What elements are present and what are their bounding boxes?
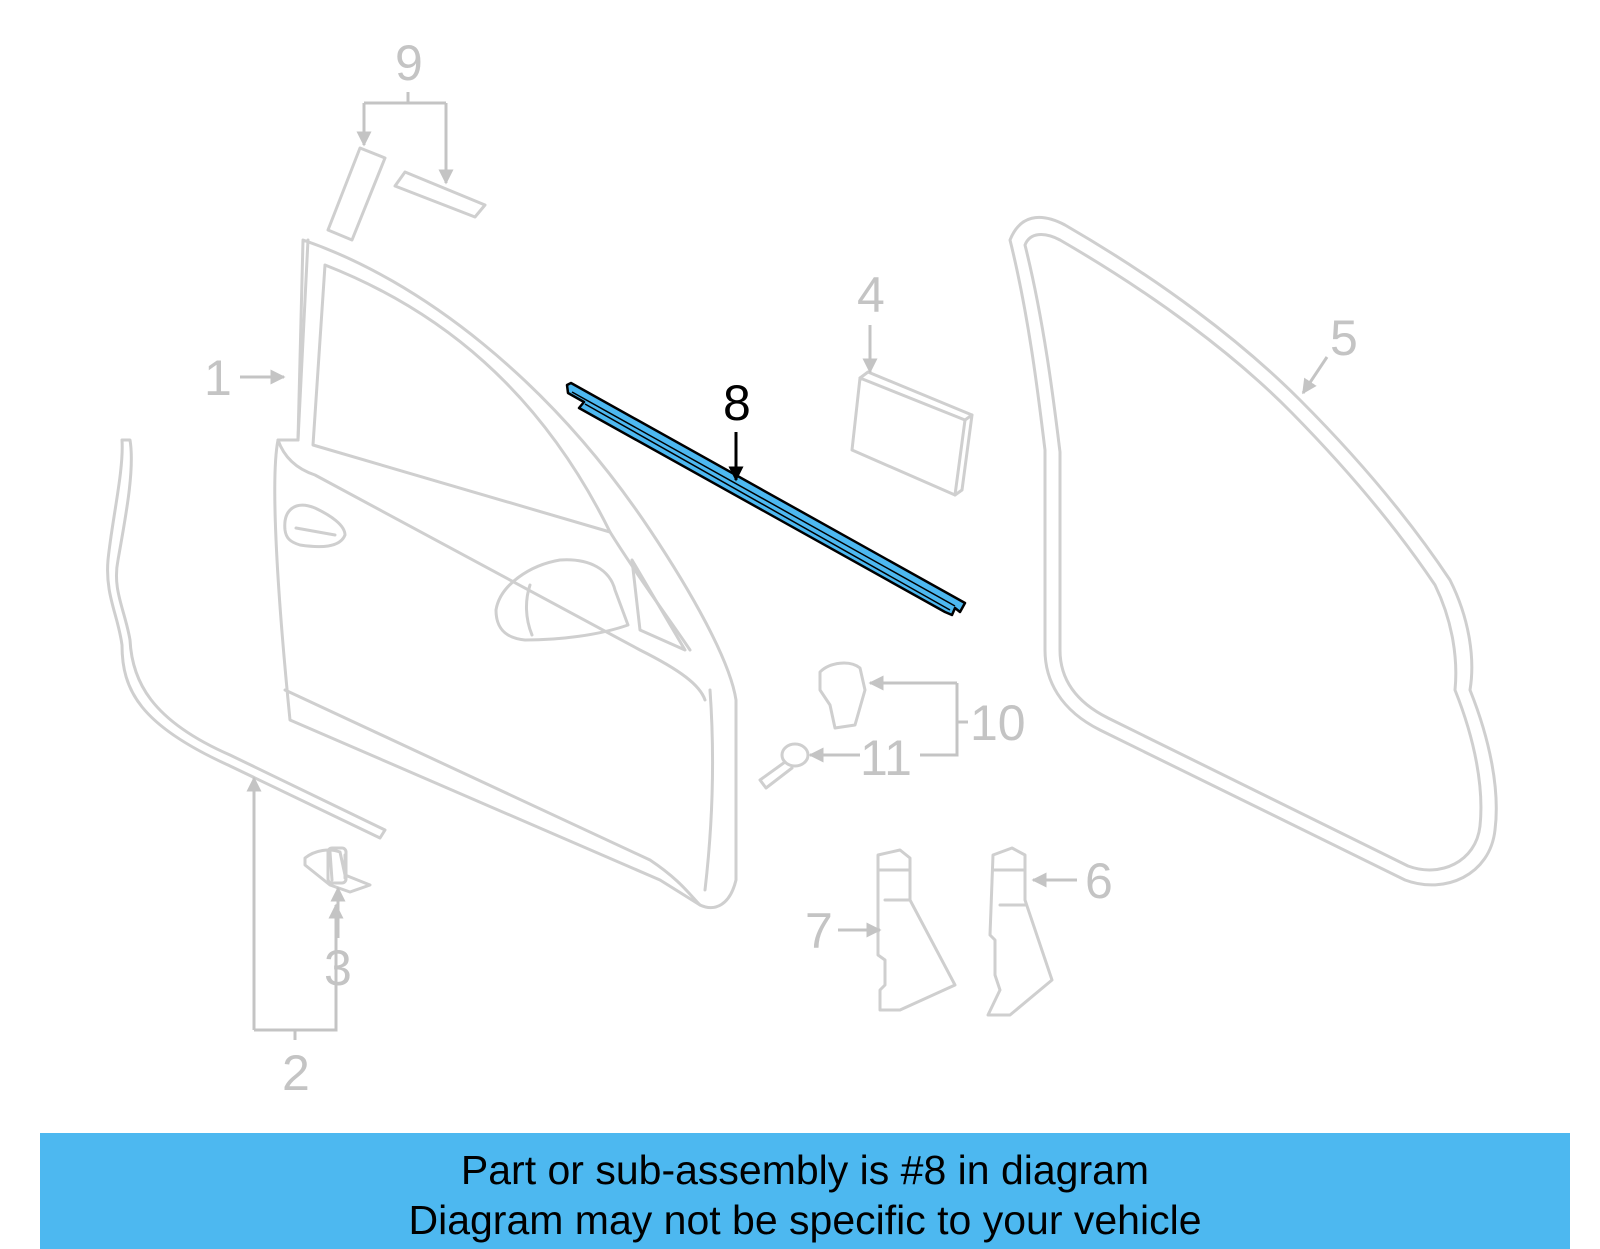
leader-5	[1301, 356, 1329, 395]
part-11-screw	[758, 742, 810, 790]
part-9-moldings	[326, 146, 487, 242]
part-4-pad	[850, 370, 974, 497]
banner-line-1: Part or sub-assembly is #8 in diagram	[460, 1147, 1150, 1193]
callout-6: 6	[1085, 853, 1113, 909]
info-banner: Part or sub-assembly is #8 in diagram Di…	[40, 1133, 1570, 1249]
callout-3: 3	[324, 940, 352, 996]
callout-2: 2	[282, 1045, 310, 1101]
callout-10: 10	[970, 695, 1026, 751]
callout-9: 9	[395, 35, 423, 91]
leader-9	[356, 92, 454, 185]
part-1-door	[273, 238, 738, 910]
callout-11: 11	[860, 730, 912, 786]
part-8-belt-molding	[565, 381, 967, 617]
callout-1: 1	[204, 350, 232, 406]
leader-10-11	[808, 675, 968, 763]
callout-5: 5	[1330, 310, 1358, 366]
leader-2	[246, 776, 344, 1040]
callout-7: 7	[805, 903, 833, 959]
callout-8: 8	[723, 375, 751, 431]
part-10-stop	[818, 661, 867, 730]
part-7-bracket	[876, 848, 957, 1012]
callout-4: 4	[857, 267, 885, 323]
part-5-body-seal	[1008, 216, 1498, 887]
part-2-weatherstrip	[106, 438, 387, 840]
part-3-clip	[303, 846, 372, 894]
banner-line-2: Diagram may not be specific to your vehi…	[408, 1197, 1202, 1243]
part-6-bracket	[986, 846, 1054, 1017]
